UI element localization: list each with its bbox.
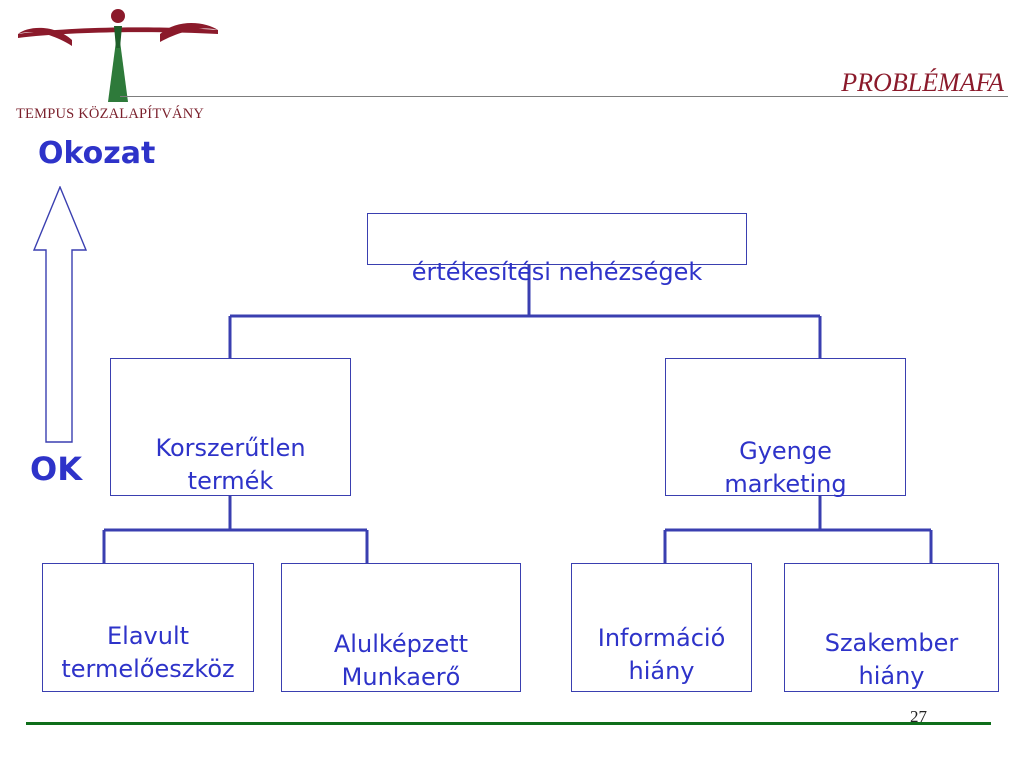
- logo-text: TEMPUS KÖZALAPÍTVÁNY: [16, 106, 205, 122]
- leaf-node: Elavult termelőeszköz: [42, 563, 254, 692]
- logo-bar: [18, 27, 218, 38]
- leaf-node-label: Szakember hiány: [824, 629, 959, 690]
- header-rule: [120, 96, 1008, 97]
- up-arrow-icon: [32, 186, 88, 443]
- left-node-label: Korszerűtlen termék: [155, 434, 306, 495]
- leaf-node-label: Információ hiány: [597, 624, 726, 685]
- right-node-label: Gyenge marketing: [724, 437, 847, 498]
- leaf-node-label: Elavult termelőeszköz: [61, 622, 235, 683]
- logo-right-swoosh: [160, 23, 218, 42]
- right-node: Gyenge marketing: [665, 358, 906, 498]
- page-number: 27: [910, 707, 927, 726]
- tempus-logo: [18, 9, 218, 102]
- effect-label: Okozat: [38, 136, 156, 171]
- root-node: értékesítési nehézségek: [367, 213, 747, 286]
- leaf-node-label: Alulképzett Munkaerő: [333, 630, 469, 691]
- root-node-label: értékesítési nehézségek: [411, 258, 703, 286]
- logo-figure: [108, 26, 128, 102]
- leaf-node: Információ hiány: [571, 563, 752, 692]
- logo-dot: [111, 9, 125, 23]
- left-node: Korszerűtlen termék: [110, 358, 351, 496]
- leaf-node: Alulképzett Munkaerő: [281, 563, 521, 692]
- cause-label: OK: [30, 450, 82, 488]
- leaf-node: Szakember hiány: [784, 563, 999, 692]
- footer-rule: [26, 722, 991, 725]
- page-title: PROBLÉMAFA: [841, 68, 1004, 97]
